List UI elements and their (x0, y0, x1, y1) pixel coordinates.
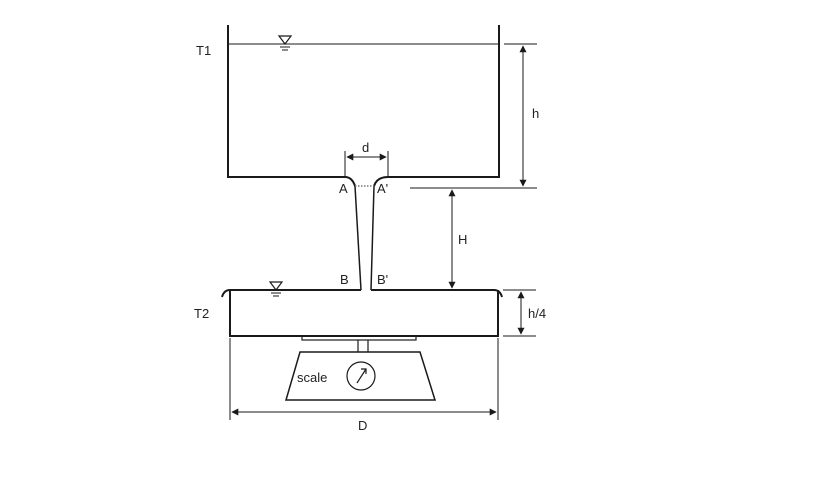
water-surface-triangle-icon (277, 35, 293, 51)
weighing-scale (285, 335, 437, 401)
height-H-label: H (458, 232, 467, 247)
tank-t2-label: T2 (194, 306, 209, 321)
height-h-label: h (532, 106, 539, 121)
diameter-d-label: d (362, 140, 369, 155)
tank-t1-label: T1 (196, 43, 211, 58)
diameter-D-label: D (358, 418, 367, 433)
water-surface-triangle-icon (268, 281, 284, 297)
dimension-D (229, 338, 499, 420)
dimension-h4 (503, 289, 536, 337)
dial-arrow-icon (346, 361, 376, 391)
point-a-label: A (339, 181, 348, 196)
dimension-d (344, 151, 389, 176)
scale-label: scale (297, 370, 327, 385)
point-b-prime-label: B' (377, 272, 388, 287)
upper-tank (227, 25, 500, 187)
height-h4-label: h/4 (528, 306, 546, 321)
lower-tank (221, 289, 503, 337)
point-b-label: B (340, 272, 349, 287)
dimension-H (410, 187, 537, 289)
water-jet (354, 185, 375, 291)
point-a-prime-label: A' (377, 181, 388, 196)
